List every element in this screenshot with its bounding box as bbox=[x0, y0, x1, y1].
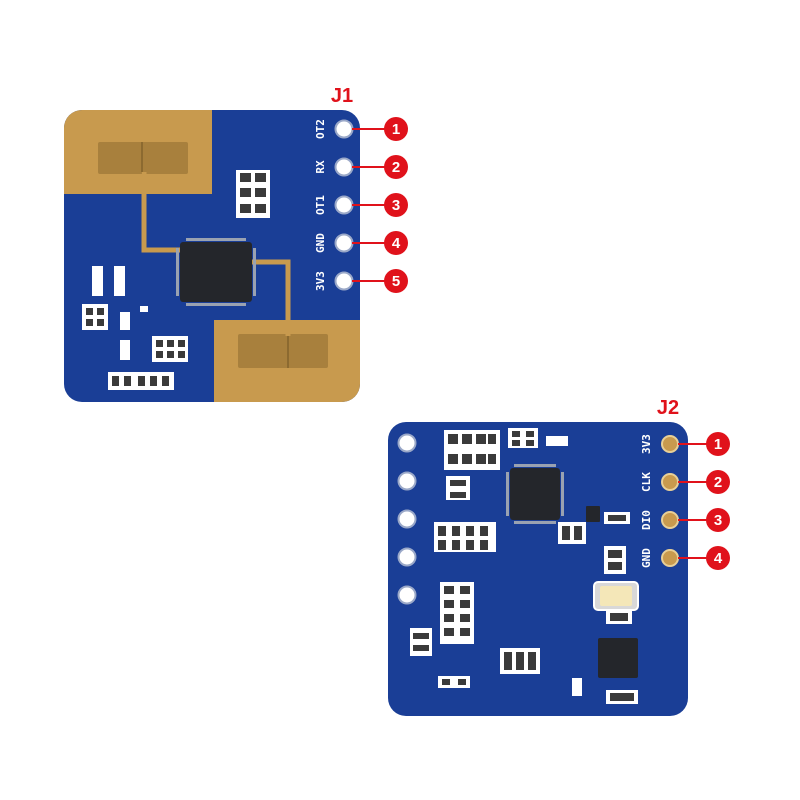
pin-number-badge-j2-2 bbox=[706, 470, 730, 494]
left-holes-j2 bbox=[397, 433, 417, 605]
silk-label-j2-1: 3V3 bbox=[640, 434, 653, 454]
smd-darks-j2 bbox=[413, 431, 634, 701]
pin-pad-j2-4 bbox=[661, 549, 679, 567]
silk-label-j2-4: GND bbox=[640, 548, 653, 568]
pin-number-j1-5: 5 bbox=[392, 273, 400, 290]
smd-darks-j1-left bbox=[86, 308, 185, 386]
pin-pad-j2-3 bbox=[661, 511, 679, 529]
pin-number-badge-j2-1 bbox=[706, 432, 730, 456]
pin-number-j2-3: 3 bbox=[714, 512, 722, 529]
chip-pins-j1 bbox=[176, 238, 256, 306]
pin-number-j2-2: 2 bbox=[714, 474, 722, 491]
pin-hole-j1-5 bbox=[334, 271, 354, 291]
silk-label-j2-2: CLK bbox=[640, 472, 653, 492]
pin-number-j2-4: 4 bbox=[714, 550, 723, 567]
callouts-j1: 1 2 3 4 5 bbox=[352, 117, 408, 293]
silk-label-j1-2: RX bbox=[314, 160, 327, 174]
silk-label-j1-5: 3V3 bbox=[314, 271, 327, 291]
silk-label-j1-4: GND bbox=[314, 233, 327, 253]
connector-label-j2: J2 bbox=[657, 397, 679, 419]
pin-number-j1-2: 2 bbox=[392, 159, 400, 176]
pin-hole-j1-3 bbox=[334, 195, 354, 215]
driver-ic-j2 bbox=[598, 638, 638, 678]
board-j1: OT2 RX OT1 GND 3V3 J1 1 2 3 bbox=[64, 85, 408, 402]
radar-ic-j1 bbox=[180, 242, 252, 302]
pin-number-badge-j2-4 bbox=[706, 546, 730, 570]
board-j2: 3V3 CLK DI0 GND J2 1 2 3 4 bbox=[388, 397, 730, 716]
silkscreen-j1: OT2 RX OT1 GND 3V3 bbox=[314, 119, 327, 291]
mcu-pins-j2 bbox=[506, 464, 564, 524]
silk-label-j2-3: DI0 bbox=[640, 510, 653, 530]
smd-group-j1-top bbox=[236, 170, 270, 218]
connector-label-j1: J1 bbox=[331, 85, 353, 107]
transistor-j2 bbox=[586, 506, 600, 522]
pin-hole-j1-4 bbox=[334, 233, 354, 253]
crystal-top-j2 bbox=[600, 586, 632, 606]
pin-hole-j1-2 bbox=[334, 157, 354, 177]
pin-number-badge-j1-2 bbox=[384, 155, 408, 179]
silk-label-j1-1: OT2 bbox=[314, 119, 327, 139]
callouts-j2: 1 2 3 4 bbox=[678, 432, 730, 570]
pin-number-j1-3: 3 bbox=[392, 197, 400, 214]
pin-pad-j2-1 bbox=[661, 435, 679, 453]
pin-number-j1-1: 1 bbox=[392, 121, 400, 138]
feed-trace-top bbox=[141, 172, 184, 253]
silk-label-j1-3: OT1 bbox=[314, 195, 327, 215]
pin-hole-j1-1 bbox=[334, 119, 354, 139]
pin-number-badge-j1-5 bbox=[384, 269, 408, 293]
pin-number-badge-j1-1 bbox=[384, 117, 408, 141]
pin-number-badge-j1-4 bbox=[384, 231, 408, 255]
pin-pad-j2-2 bbox=[661, 473, 679, 491]
silkscreen-j2: 3V3 CLK DI0 GND bbox=[640, 434, 653, 568]
pin-number-j1-4: 4 bbox=[392, 235, 401, 252]
pin-number-j2-1: 1 bbox=[714, 436, 722, 453]
antenna-inner-bottom bbox=[238, 334, 328, 368]
pin-number-badge-j2-3 bbox=[706, 508, 730, 532]
pin-holes-j1 bbox=[334, 119, 354, 291]
feed-trace-bottom bbox=[252, 259, 291, 336]
mcu-ic-j2 bbox=[510, 468, 560, 520]
pin-number-badge-j1-3 bbox=[384, 193, 408, 217]
